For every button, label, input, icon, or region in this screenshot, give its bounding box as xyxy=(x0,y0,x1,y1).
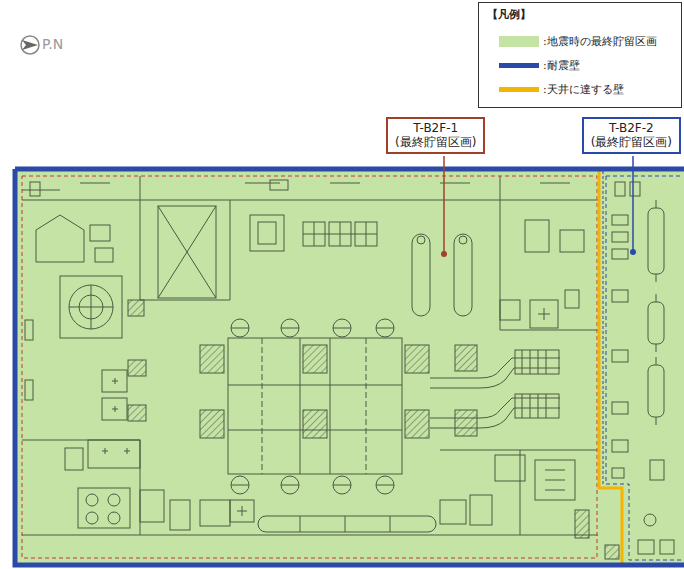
leader-dot xyxy=(441,251,447,257)
legend-row: :地震時の最終貯留区画 xyxy=(499,33,657,49)
legend-row: :天井に達する壁 xyxy=(499,81,624,97)
area-outline xyxy=(603,171,604,484)
ceiling-wall xyxy=(599,171,622,565)
legend-line xyxy=(499,63,539,68)
legend-box: 【凡例】 :地震時の最終貯留区画 :耐震壁 :天井に達する壁 xyxy=(478,2,682,108)
callout-box: T-B2F-1(最終貯留区画) xyxy=(386,117,485,154)
storage-area xyxy=(17,171,684,563)
seismic-wall xyxy=(15,169,684,565)
legend-text: :地震時の最終貯留区画 xyxy=(543,34,657,49)
area-outline xyxy=(22,176,597,558)
legend-title: 【凡例】 xyxy=(487,7,531,22)
legend-text: :耐震壁 xyxy=(543,58,580,73)
callout-box: T-B2F-2(最終貯留区画) xyxy=(582,117,681,154)
equipment-layout xyxy=(22,176,674,559)
legend-swatch xyxy=(499,36,539,47)
area-id: T-B2F-2 xyxy=(591,121,672,135)
area-outline xyxy=(606,176,682,560)
legend-line xyxy=(499,87,539,92)
area-id: T-B2F-1 xyxy=(395,121,476,135)
area-type: (最終貯留区画) xyxy=(591,135,672,149)
north-arrow xyxy=(21,36,39,54)
leader-dot xyxy=(630,249,636,255)
leader-line xyxy=(443,156,445,252)
north-label: P.N xyxy=(42,36,63,52)
legend-row: :耐震壁 xyxy=(499,57,580,73)
legend-text: :天井に達する壁 xyxy=(543,82,624,97)
leader-line xyxy=(632,156,634,250)
area-type: (最終貯留区画) xyxy=(395,135,476,149)
